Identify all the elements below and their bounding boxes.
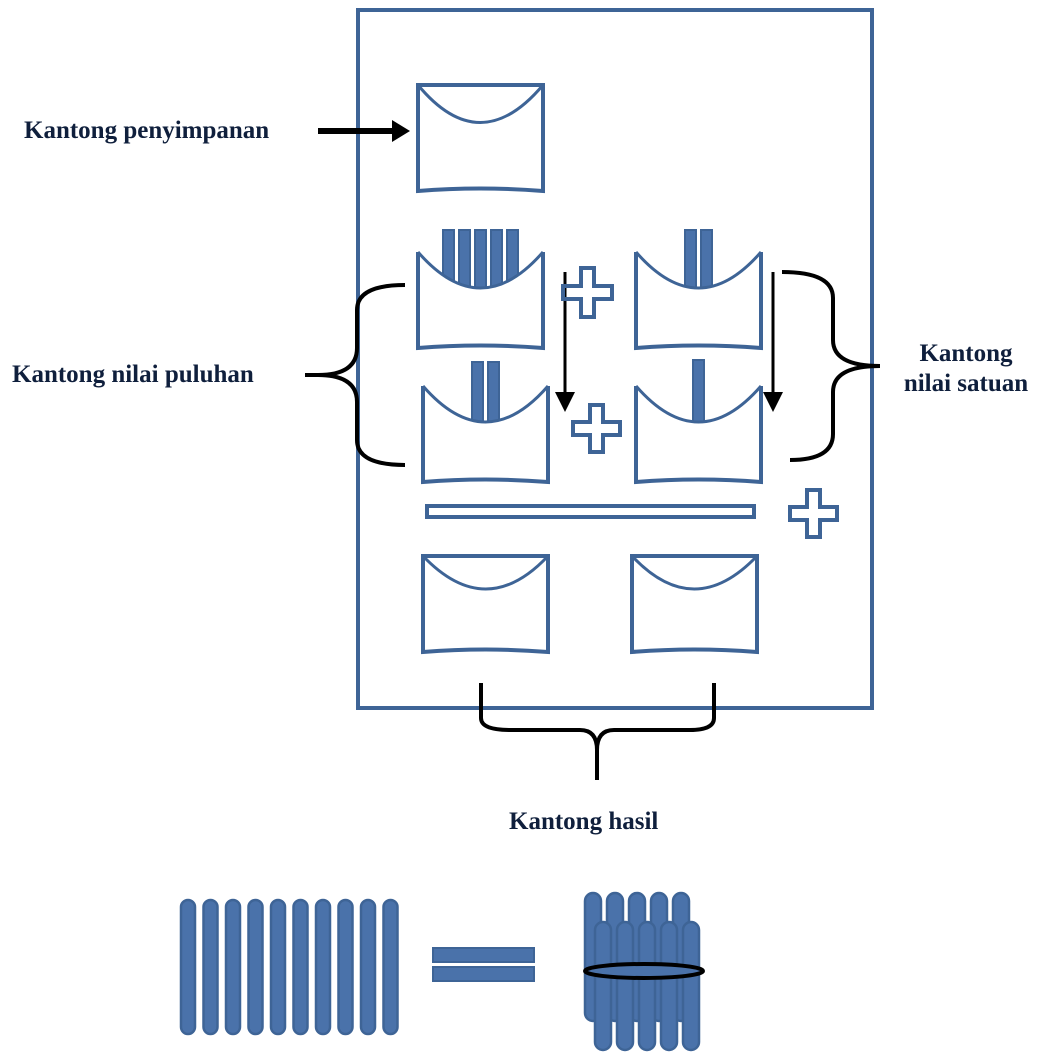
bundled-stick [615, 920, 635, 1052]
bundled-stick [637, 920, 657, 1052]
units-pocket-bottom [634, 359, 763, 485]
plus-icon [571, 403, 622, 454]
loose-stick [269, 898, 287, 1036]
units-brace [781, 270, 881, 462]
storage-pocket-label: Kantong penyimpanan [24, 117, 270, 144]
plus-icon [561, 266, 614, 319]
loose-stick [247, 898, 264, 1036]
rubber-band [583, 962, 705, 980]
loose-stick [382, 898, 399, 1036]
tens-pocket-bottom [421, 361, 550, 485]
loose-stick [337, 898, 354, 1036]
plus-icon [788, 488, 839, 539]
bundled-stick [593, 920, 613, 1052]
loose-stick [224, 898, 242, 1036]
units-pocket-top [634, 229, 763, 351]
result-pocket-tens [421, 554, 550, 655]
bundled-stick [659, 920, 679, 1052]
loose-stick [292, 898, 309, 1036]
units-pocket-label-line2: nilai satuan [903, 370, 1029, 397]
equals-sign [432, 947, 535, 982]
result-pocket-label: Kantong hasil [509, 808, 659, 835]
result-brace [479, 683, 716, 780]
loose-stick [314, 898, 332, 1036]
loose-stick [202, 898, 219, 1036]
result-pocket-units [630, 554, 759, 655]
loose-sticks-group [179, 898, 399, 1036]
loose-stick [179, 898, 197, 1036]
tens-brace [317, 283, 406, 467]
units-pocket-label: Kantong nilai satuan [880, 339, 1049, 399]
loose-stick [359, 898, 377, 1036]
storage-arrow [318, 120, 410, 142]
storage-pocket [416, 83, 545, 194]
bundled-stick [681, 920, 701, 1052]
sum-bar [425, 504, 756, 519]
tens-pocket-label: Kantong nilai puluhan [12, 361, 254, 388]
board-frame [356, 8, 874, 710]
tens-pocket-top [416, 229, 545, 351]
units-down-arrow [763, 272, 783, 412]
units-pocket-label-line1: Kantong [919, 340, 1013, 367]
bundle-of-ten-sticks [583, 891, 705, 1052]
